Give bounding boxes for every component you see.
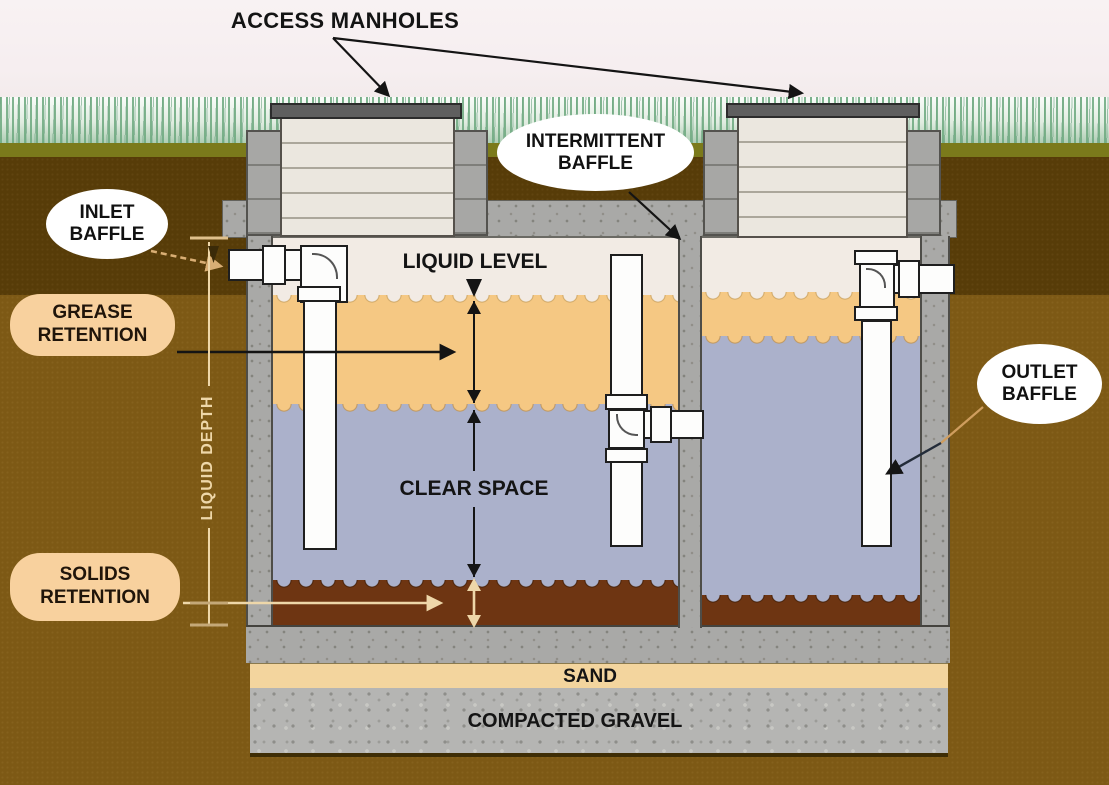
intermittent-branch-coupling (650, 406, 672, 443)
tank-floor (246, 625, 950, 663)
inlet-baffle-label: INLET BAFFLE (46, 189, 168, 259)
chamber1-sludge-wave (273, 580, 678, 590)
right-manhole-lid (726, 103, 920, 118)
intermittent-pipe-collar-lower (605, 448, 648, 463)
outlet-baffle-label: OUTLET BAFFLE (977, 344, 1102, 424)
sky (0, 0, 1109, 97)
compacted-gravel-layer (250, 688, 948, 753)
intermittent-pipe-collar-upper (605, 394, 648, 410)
right-manhole-side-block (905, 130, 941, 236)
solids-retention-label: SOLIDS RETENTION (10, 553, 180, 621)
liquid-level-label: LIQUID LEVEL (402, 250, 548, 273)
outlet-pipe-top-collar (854, 250, 898, 265)
inlet-baffle-pipe (303, 300, 337, 550)
compacted-gravel-label: COMPACTED GRAVEL (467, 710, 683, 732)
left-manhole-riser (280, 117, 455, 237)
access-manholes-label: ACCESS MANHOLES (230, 8, 460, 33)
left-manhole-lid (270, 103, 462, 119)
right-manhole-side-block (703, 130, 739, 236)
chamber2-sludge-layer (702, 605, 920, 625)
chamber1-scum-wave (273, 295, 678, 304)
inlet-pipe-collar (297, 286, 341, 302)
sand-label: SAND (563, 666, 617, 687)
inlet-pipe-coupling (262, 245, 286, 285)
left-manhole-side-block (452, 130, 488, 236)
sand-layer (250, 663, 948, 689)
right-manhole-riser (737, 116, 908, 238)
outlet-baffle-pipe (861, 320, 892, 547)
chamber2-sludge-wave (702, 595, 920, 605)
outlet-branch-coupling (898, 260, 920, 298)
intermittent-baffle-label: INTERMITTENT BAFFLE (497, 114, 694, 191)
left-manhole-side-block (246, 130, 282, 236)
chamber2-scum-wave (702, 292, 920, 301)
liquid-depth-label: LIQUID DEPTH (199, 395, 216, 521)
chamber2-liquid-wave (702, 336, 920, 345)
outlet-pipe-collar (854, 306, 898, 321)
tank-left-wall (246, 236, 273, 628)
clear-space-label: CLEAR SPACE (399, 477, 549, 500)
chamber1-sludge-layer (273, 590, 678, 625)
grease-retention-label: GREASE RETENTION (10, 294, 175, 356)
tank-right-wall (920, 236, 950, 628)
chamber1-liquid-wave (273, 404, 678, 413)
gravel-shadow-line (250, 753, 948, 757)
